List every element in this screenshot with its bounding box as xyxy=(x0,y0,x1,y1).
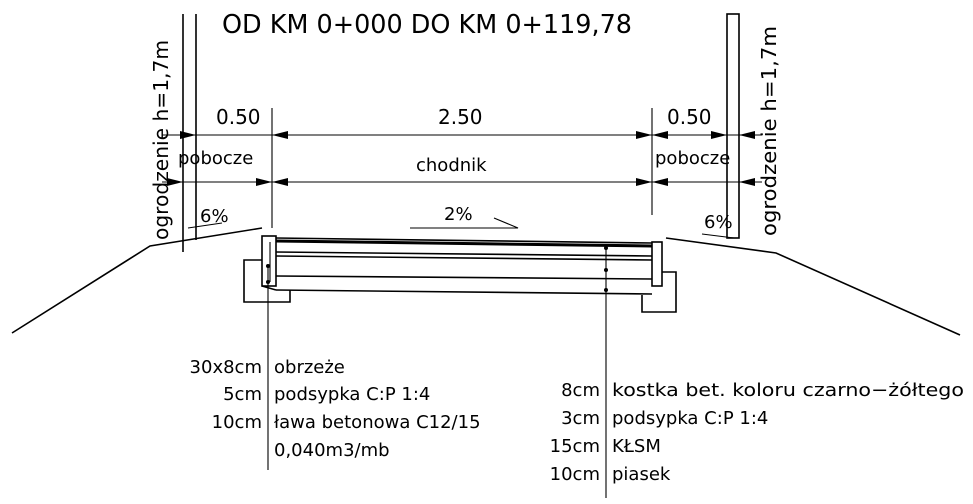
right-layer-1-thickness: 8cm xyxy=(561,380,600,401)
left-layer-2-material: podsypka C:P 1:4 xyxy=(274,384,430,405)
slope-arrows xyxy=(187,217,735,239)
slope-right: 6% xyxy=(704,212,733,233)
right-fence xyxy=(726,13,740,239)
lower-dimension-line xyxy=(162,178,762,186)
right-layer-3-thickness: 15cm xyxy=(550,436,600,457)
zone-right-shoulder: pobocze xyxy=(655,148,730,169)
dimension-right-shoulder: 0.50 xyxy=(667,105,712,129)
dimension-extension-lines xyxy=(271,108,653,228)
dimension-walkway: 2.50 xyxy=(438,105,483,129)
right-fence-label: ogrodzenie h=1,7m xyxy=(757,26,781,236)
dimension-left-shoulder: 0.50 xyxy=(216,105,261,129)
right-layer-callouts: 8cm kostka bet. koloru czarno−żółtego 3c… xyxy=(550,380,964,485)
callout-leaders xyxy=(267,246,607,498)
left-layer-2-thickness: 5cm xyxy=(223,384,262,405)
right-layer-3-material: KŁSM xyxy=(612,436,661,457)
drawing-title: OD KM 0+000 DO KM 0+119,78 xyxy=(222,10,632,40)
zone-walkway: chodnik xyxy=(416,155,487,176)
right-layer-4-thickness: 10cm xyxy=(550,464,600,485)
left-layer-1-thickness: 30x8cm xyxy=(190,357,262,378)
slope-left: 6% xyxy=(200,206,229,227)
right-layer-2-material: podsypka C:P 1:4 xyxy=(612,408,768,429)
left-layer-volume: 0,040m3/mb xyxy=(274,440,390,461)
slope-walkway: 2% xyxy=(444,204,473,225)
upper-dimension-line xyxy=(162,131,762,139)
right-layer-1-material: kostka bet. koloru czarno−żółtego xyxy=(612,380,964,401)
embankment xyxy=(11,227,961,336)
pavement-structure xyxy=(243,235,677,313)
right-layer-4-material: piasek xyxy=(612,464,671,485)
left-layer-callouts: 30x8cm obrzeże 5cm podsypka C:P 1:4 10cm… xyxy=(190,357,481,461)
left-layer-1-material: obrzeże xyxy=(274,357,345,378)
right-layer-2-thickness: 3cm xyxy=(561,408,600,429)
zone-left-shoulder: pobocze xyxy=(178,148,253,169)
left-layer-3-material: ława betonowa C12/15 xyxy=(274,412,481,433)
left-fence-label: ogrodzenie h=1,7m xyxy=(149,40,173,240)
left-layer-3-thickness: 10cm xyxy=(212,412,262,433)
